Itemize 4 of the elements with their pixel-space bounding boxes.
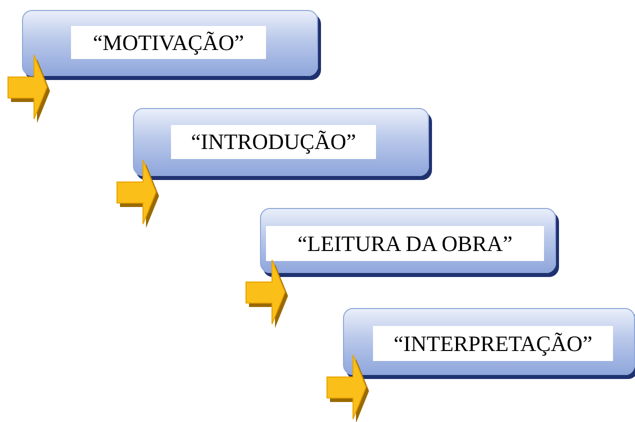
step-label: “MOTIVAÇÃO”: [71, 26, 266, 59]
step-label: “LEITURA DA OBRA”: [266, 226, 544, 261]
step-label: “INTERPRETAÇÃO”: [373, 326, 613, 361]
step-label: “INTRODUÇÃO”: [171, 125, 376, 159]
